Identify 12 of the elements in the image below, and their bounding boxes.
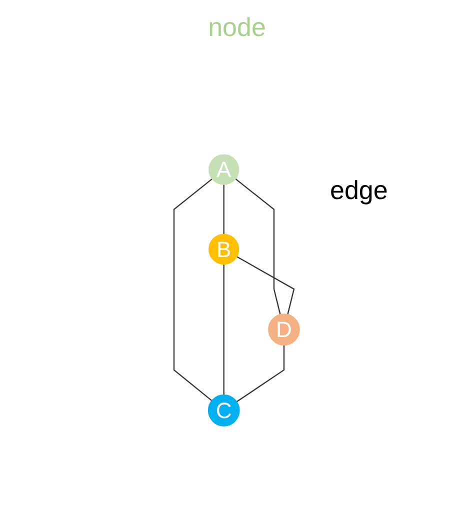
node-circle: B (208, 234, 240, 265)
edge-annotation: edge (330, 175, 388, 206)
node-circle: A (208, 154, 240, 185)
connector (224, 264, 225, 395)
node-circle: D (268, 314, 300, 346)
node-annotation: node (207, 12, 267, 43)
connector (235, 178, 282, 315)
connector (224, 184, 225, 234)
connector (174, 178, 213, 402)
connector (236, 256, 295, 315)
connector (236, 344, 285, 402)
node-circle: C (208, 394, 240, 426)
